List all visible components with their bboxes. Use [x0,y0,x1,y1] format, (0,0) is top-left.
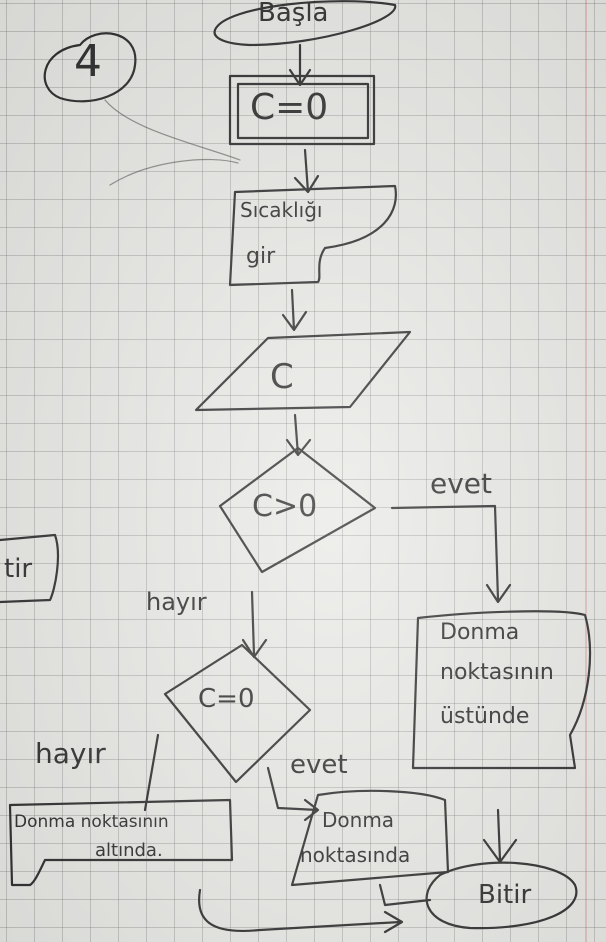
decision1-label: C>0 [252,489,318,524]
edge-no1-label: hayır [146,588,207,616]
below-label-line2: altında. [95,840,163,861]
edge-yes2-label: evet [290,750,348,780]
init-label: C=0 [250,87,329,128]
paper-margin-line [585,0,587,942]
end-oval [425,861,578,930]
start-label: Başla [258,0,329,28]
edge-no2-label: hayır [35,737,106,770]
arrow-above-end [482,808,518,864]
end-label: Bitir [478,880,532,910]
edge-yes2-line [266,766,320,822]
arrow-start-init [288,43,312,87]
at-label-line2: noktasında [300,843,411,867]
input-label-line2: gir [246,244,276,269]
data-parallelogram [194,330,412,412]
start-oval [213,0,397,47]
above-label-line2: noktasının [440,660,554,685]
arrow-input-data [281,288,308,332]
at-label-line1: Donma [322,808,395,832]
at-box [290,789,450,887]
page-number-circle [43,32,137,103]
input-label-line1: Sıcaklığı [240,198,323,222]
above-label-line3: üstünde [440,704,530,729]
arrow-at-end [378,883,432,907]
decision2-label: C=0 [198,684,255,714]
edge-yes1-line [390,504,512,604]
edge-yes1-label: evet [430,467,493,500]
stray-stroke [104,99,241,161]
page-number: 4 [74,36,102,87]
decision1-diamond [218,446,377,574]
below-box [8,798,234,887]
init-box [228,74,376,146]
left-fragment-label: tir [4,554,33,584]
above-box [411,610,592,770]
above-label-line1: Donma [440,620,520,645]
edge-no1-line [241,590,268,659]
init-box-inner [236,82,370,140]
arrow-below-end [198,888,404,934]
input-shape [228,184,397,287]
stray-stroke-2 [109,158,239,186]
below-label-line1: Donma noktasının [14,812,169,832]
data-label: C [270,357,294,397]
left-fragment-oval [0,533,60,604]
decision2-diamond [163,643,312,784]
edge-no2-line [143,733,160,812]
arrow-init-input [293,148,320,194]
